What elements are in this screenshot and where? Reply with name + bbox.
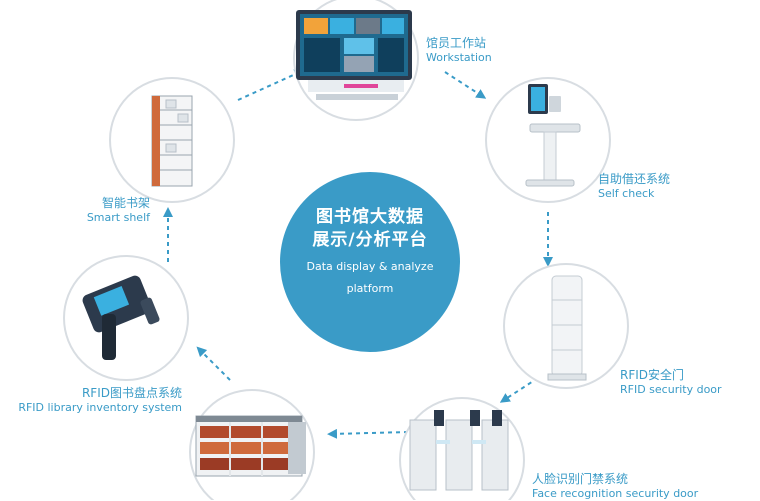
label-smart-shelf-zh: 智能书架	[101, 196, 150, 210]
arrow-inventory-to-face	[196, 346, 231, 381]
arrow-workstation-to-selfcheck	[444, 71, 487, 99]
label-face-recognition: 人脸识别门禁系统 Face recognition security door	[532, 472, 698, 501]
workstation-node	[293, 0, 419, 121]
face-recognition-gate-icon	[409, 410, 509, 491]
label-security-door-zh: RFID安全门	[620, 368, 685, 382]
label-smart-shelf-en: Smart shelf	[86, 211, 150, 224]
label-security-door: RFID安全门 RFID security door	[620, 368, 722, 397]
label-workstation: 馆员工作站 Workstation	[426, 36, 492, 65]
center-title-line2: 展示/分析平台	[312, 229, 428, 250]
label-self-check-zh: 自助借还系统	[598, 172, 671, 186]
workstation-monitor-icon	[296, 10, 412, 100]
arrow-shelf-to-workstation	[237, 69, 305, 101]
inventory-node	[189, 389, 315, 500]
center-platform-circle	[280, 172, 460, 352]
center-platform-label: 图书馆大数据 展示/分析平台 Data display & analyze pl…	[270, 206, 470, 296]
label-workstation-zh: 馆员工作站	[426, 36, 487, 50]
label-face-recognition-en: Face recognition security door	[532, 487, 699, 500]
label-inventory-en: RFID library inventory system	[18, 401, 182, 414]
inventory-bookcase-icon	[195, 415, 306, 477]
rfid-scanner-icon	[82, 275, 160, 360]
label-self-check: 自助借还系统 Self check	[598, 172, 670, 201]
rfid-handheld-node	[63, 255, 189, 381]
arrow-securitydoor-to-face	[499, 377, 539, 403]
label-workstation-en: Workstation	[426, 51, 492, 64]
label-smart-shelf: 智能书架 Smart shelf	[54, 196, 150, 225]
smart-shelf-node	[109, 77, 235, 203]
label-inventory: RFID图书盘点系统 RFID library inventory system	[4, 386, 182, 415]
center-subtitle-line2: platform	[346, 282, 394, 296]
self-check-kiosk-icon	[525, 84, 581, 187]
arrow-face-to-inventory	[327, 428, 409, 439]
center-title-line1: 图书馆大数据	[316, 207, 424, 227]
label-self-check-en: Self check	[598, 187, 655, 200]
face-recognition-node	[399, 397, 525, 500]
label-inventory-zh: RFID图书盘点系统	[81, 386, 182, 400]
center-subtitle-line1: Data display & analyze	[306, 259, 434, 273]
security-door-node	[503, 263, 629, 389]
label-security-door-en: RFID security door	[620, 383, 722, 396]
smart-shelf-icon	[151, 95, 193, 187]
security-door-gate-icon	[547, 275, 587, 381]
label-face-recognition-zh: 人脸识别门禁系统	[532, 472, 629, 486]
self-check-node	[485, 77, 611, 203]
